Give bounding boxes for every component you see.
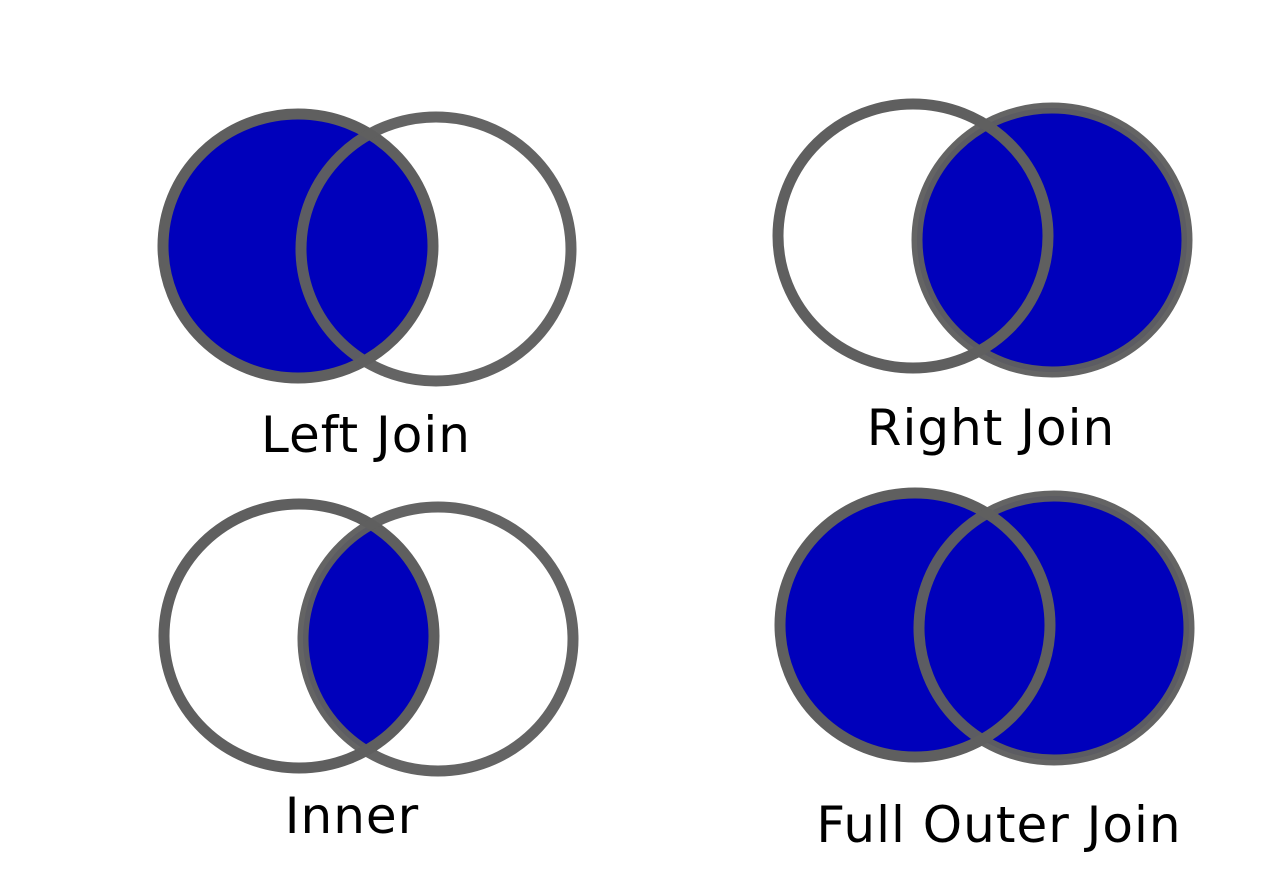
inner-join-diagram: Inner bbox=[158, 498, 579, 845]
inner-left-circle-outline bbox=[158, 498, 440, 774]
left-join-diagram: Left Join bbox=[157, 108, 577, 464]
right-join-label: Right Join bbox=[867, 399, 1115, 457]
right-join-left-circle-outline bbox=[772, 98, 1054, 374]
left-join-label: Left Join bbox=[261, 406, 471, 464]
full-outer-join-diagram: Full Outer Join bbox=[774, 487, 1195, 854]
inner-right-circle-outline bbox=[297, 501, 579, 777]
left-join-overlap-fill bbox=[301, 117, 433, 378]
inner-overlap-fill bbox=[303, 507, 434, 768]
full-outer-left-circle-outline bbox=[774, 487, 1056, 763]
left-join-right-circle-outline bbox=[295, 111, 577, 387]
right-join-diagram: Right Join bbox=[772, 98, 1193, 457]
inner-label: Inner bbox=[285, 787, 419, 845]
left-join-left-circle-outline bbox=[157, 108, 439, 384]
full-outer-right-circle-outline bbox=[913, 490, 1195, 766]
full-outer-join-label: Full Outer Join bbox=[816, 796, 1181, 854]
right-join-right-circle-outline bbox=[911, 102, 1193, 378]
